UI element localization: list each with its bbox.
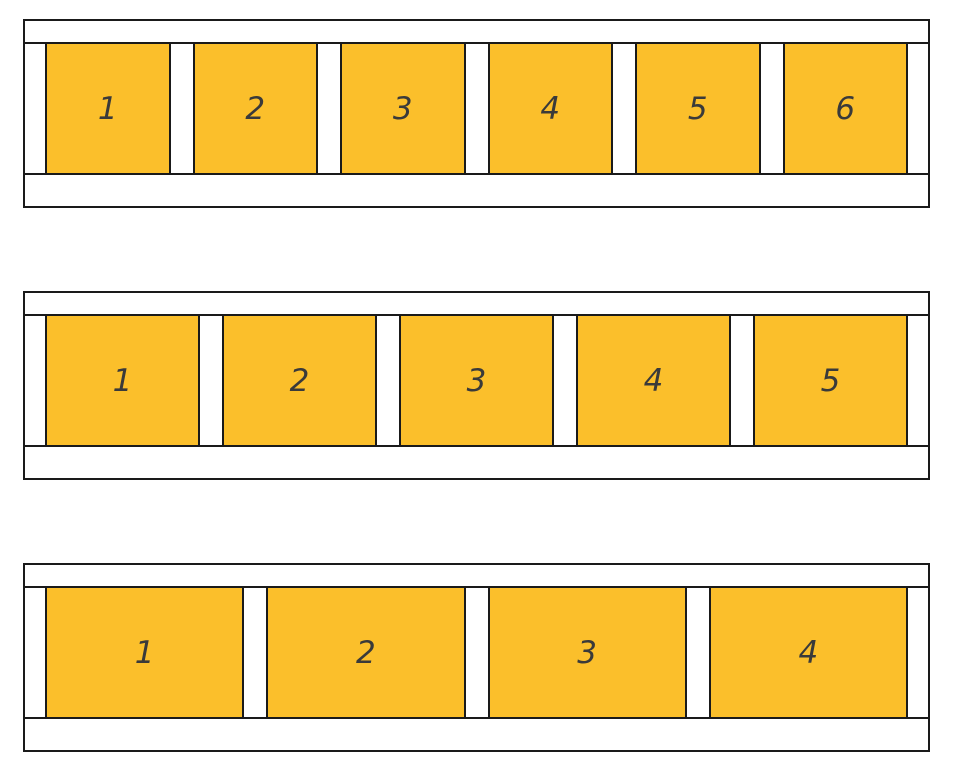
panel-number: 5 (820, 362, 841, 399)
panel-1: 1 (45, 44, 171, 173)
panel-number: 2 (356, 634, 376, 671)
six-panel-layout: 1 2 3 4 5 6 (23, 19, 930, 208)
panel-number: 1 (112, 362, 133, 399)
panel-6: 6 (782, 44, 908, 173)
panel-3: 3 (399, 316, 554, 445)
panel-number: 2 (245, 90, 266, 127)
panel-number: 3 (577, 634, 597, 671)
panel-4: 4 (708, 588, 908, 717)
panel-2: 2 (222, 316, 377, 445)
panel-number: 2 (289, 362, 310, 399)
panel-4: 4 (487, 44, 613, 173)
four-panel-layout: 1 2 3 4 (23, 563, 930, 752)
panel-2: 2 (266, 588, 466, 717)
panel-number: 5 (687, 90, 708, 127)
panel-number: 3 (466, 362, 487, 399)
panel-3: 3 (487, 588, 687, 717)
panel-4: 4 (576, 316, 731, 445)
panel-number: 4 (798, 634, 819, 671)
panel-number: 4 (540, 90, 561, 127)
panel-strip: 1 2 3 4 5 (23, 314, 930, 447)
panel-5: 5 (753, 316, 908, 445)
panel-1: 1 (45, 588, 245, 717)
panel-5: 5 (635, 44, 761, 173)
panel-number: 3 (392, 90, 413, 127)
panel-number: 6 (835, 90, 856, 127)
five-panel-layout: 1 2 3 4 5 (23, 291, 930, 480)
panel-number: 1 (134, 634, 155, 671)
panel-strip: 1 2 3 4 5 6 (23, 42, 930, 175)
panel-number: 1 (97, 90, 118, 127)
panel-strip: 1 2 3 4 (23, 586, 930, 719)
panel-number: 4 (643, 362, 664, 399)
panel-3: 3 (340, 44, 466, 173)
panel-2: 2 (192, 44, 318, 173)
panel-1: 1 (45, 316, 200, 445)
